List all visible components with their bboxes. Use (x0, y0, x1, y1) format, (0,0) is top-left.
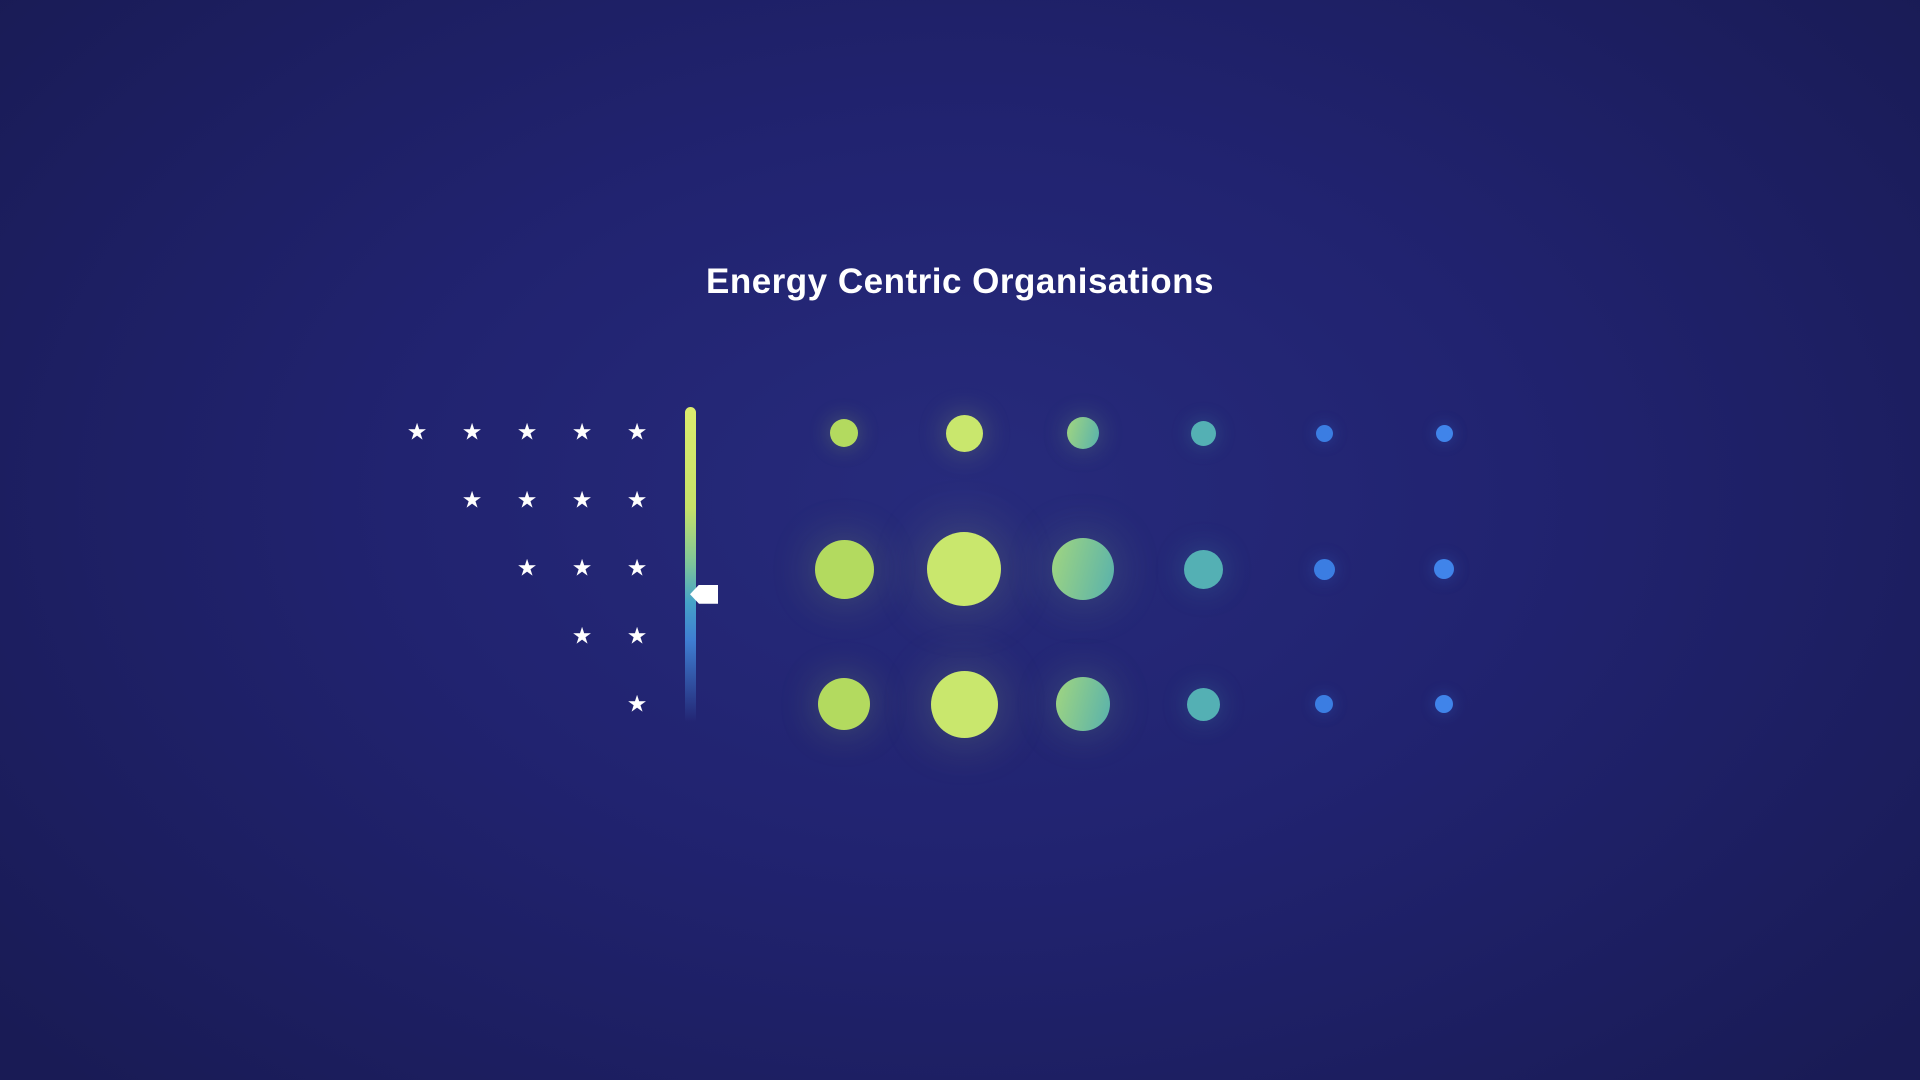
bubble-middle-row-col-1 (814, 539, 874, 599)
star-icon: ★ (626, 555, 648, 582)
star-icon: ★ (571, 555, 593, 582)
bubble-top-row-col-5 (1315, 424, 1333, 442)
bubble-top-row-col-6 (1435, 424, 1453, 442)
bubble-bottom-row-col-6 (1435, 695, 1453, 713)
bubble-bottom-row-col-4 (1186, 687, 1220, 721)
star-icon: ★ (516, 555, 538, 582)
star-icon: ★ (571, 419, 593, 446)
bubble-top-row-col-1 (830, 419, 858, 447)
bubble-top-row-col-4 (1190, 420, 1216, 446)
bubble-bottom-row-col-3 (1056, 677, 1110, 731)
bubble-bottom-row-col-1 (818, 678, 870, 730)
bubble-bottom-row-col-5 (1315, 695, 1333, 713)
star-icon: ★ (626, 623, 648, 650)
star-icon: ★ (571, 623, 593, 650)
bubble-middle-row-col-2 (927, 532, 1001, 606)
star-icon: ★ (516, 487, 538, 514)
star-icon: ★ (461, 419, 483, 446)
star-icon: ★ (626, 487, 648, 514)
star-icon: ★ (406, 419, 428, 446)
page-title: Energy Centric Organisations (705, 262, 1215, 301)
bubble-top-row-col-2 (945, 414, 983, 452)
bubble-middle-row-col-5 (1313, 558, 1335, 580)
slider-track[interactable] (685, 407, 696, 722)
bubble-middle-row-col-3 (1052, 538, 1114, 600)
bubble-top-row-col-3 (1067, 417, 1099, 449)
star-icon: ★ (626, 419, 648, 446)
bubble-bottom-row-col-2 (930, 670, 998, 738)
slider-pointer-icon[interactable] (690, 584, 718, 604)
bubble-middle-row-col-6 (1434, 559, 1454, 579)
star-icon: ★ (516, 419, 538, 446)
star-icon: ★ (461, 487, 483, 514)
star-icon: ★ (626, 691, 648, 718)
bubble-middle-row-col-4 (1183, 549, 1223, 589)
star-icon: ★ (571, 487, 593, 514)
